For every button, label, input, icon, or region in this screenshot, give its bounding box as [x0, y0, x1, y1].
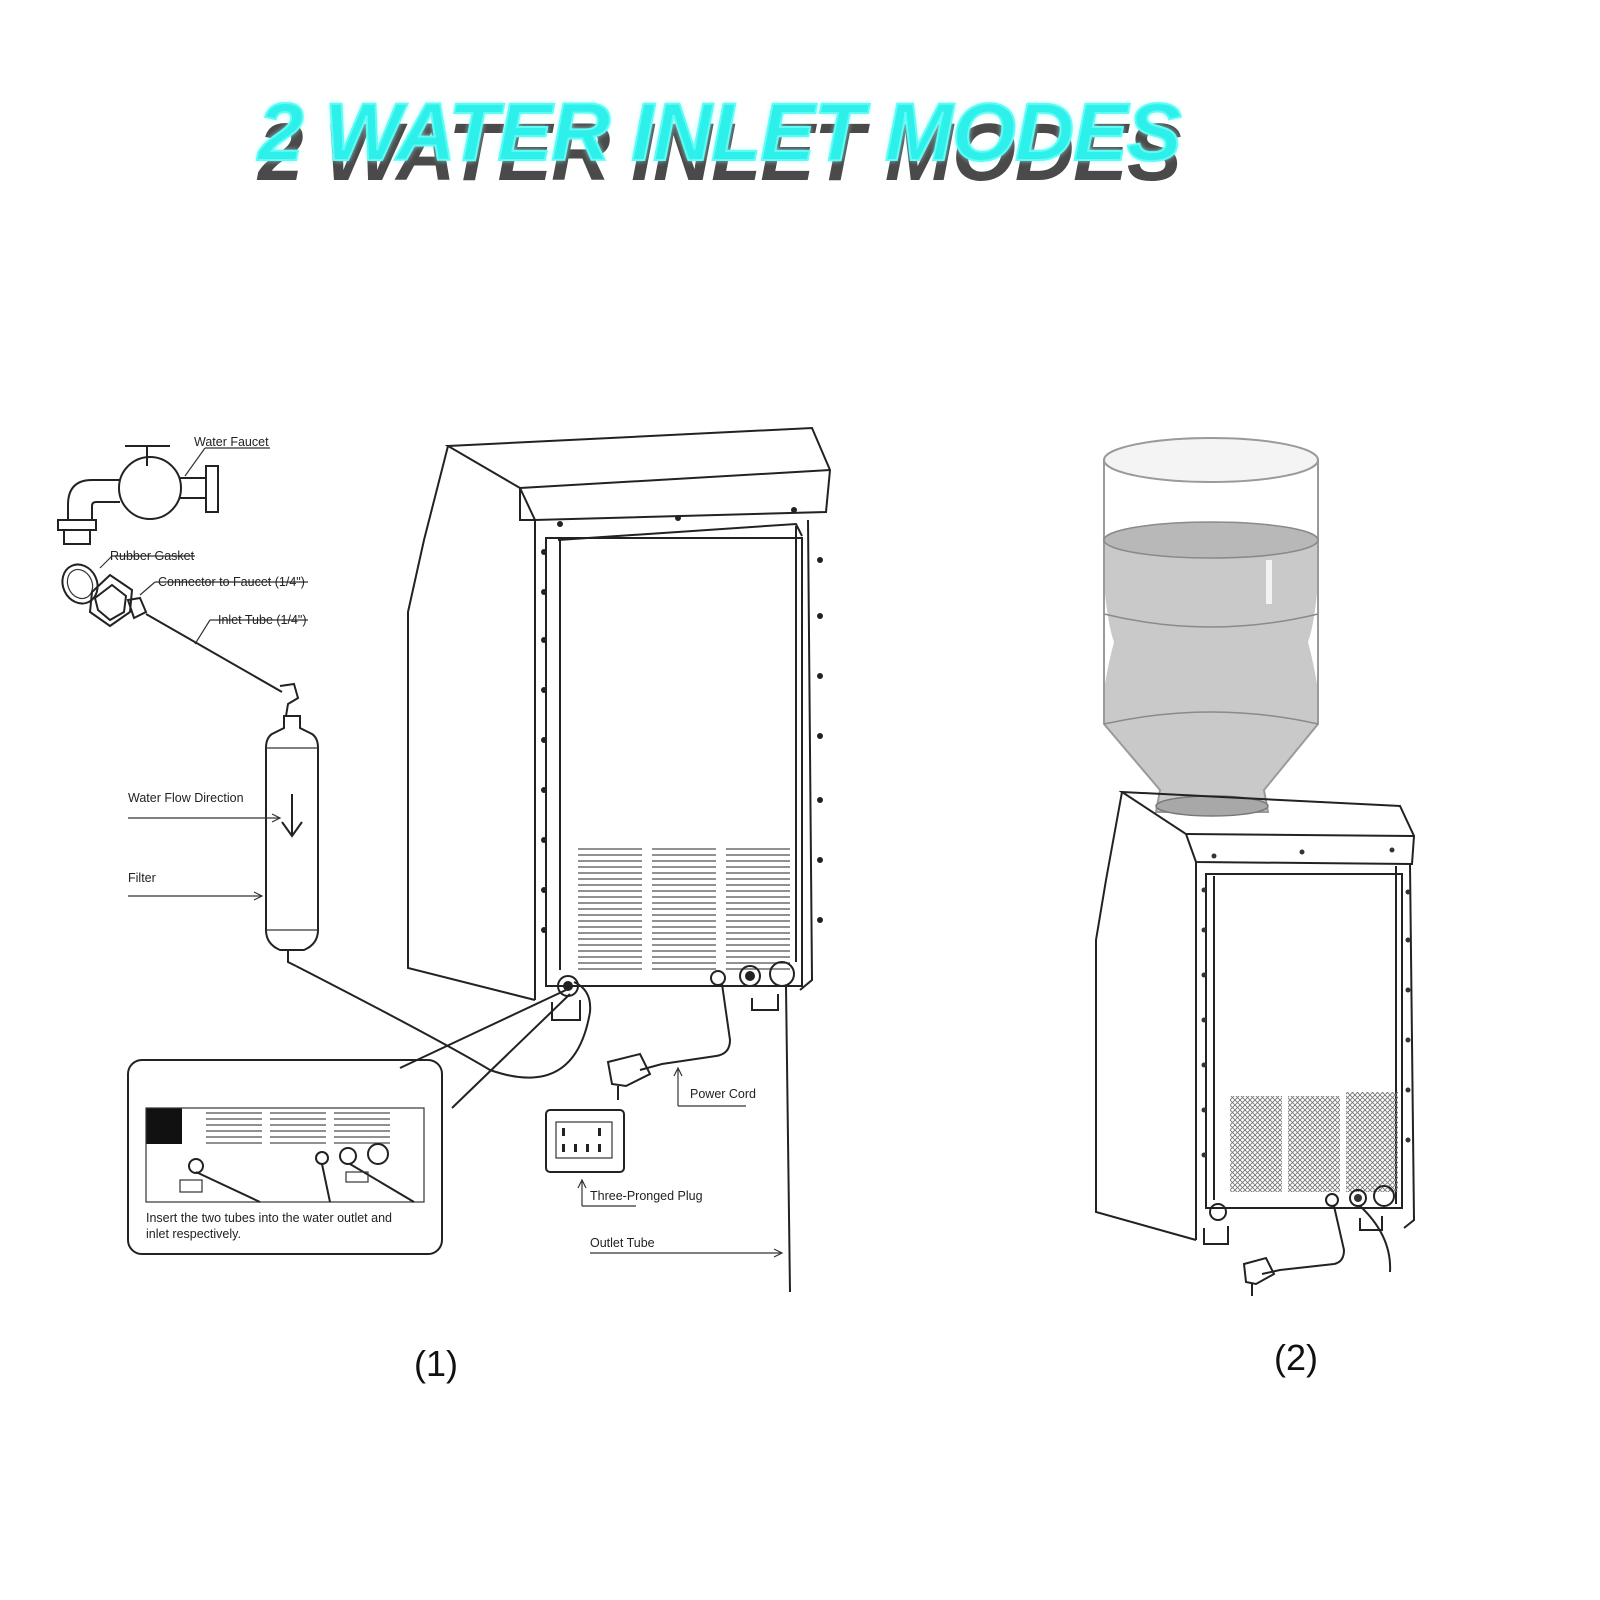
vent-grille-m2-1 [1230, 1096, 1282, 1192]
three-pronged-plug-drawing [545, 1109, 636, 1207]
title-banner: 2 WATER INLET MODES 2 WATER INLET MODES [0, 0, 1600, 220]
outlet-tube-line [785, 985, 791, 1293]
water-faucet-drawing [57, 445, 270, 545]
vent-grille-m2-2 [1288, 1096, 1340, 1192]
label-inlet-tube: Inlet Tube (1/4") [218, 613, 307, 627]
caption-mode2: (2) [1274, 1337, 1318, 1378]
label-plug: Three-Pronged Plug [590, 1189, 703, 1203]
label-power-cord: Power Cord [690, 1087, 756, 1101]
power-cord-line [639, 983, 732, 1071]
filter-drawing [128, 715, 319, 967]
power-plug-head [606, 1052, 652, 1088]
label-filter: Filter [128, 871, 156, 885]
vent-grille-2 [652, 846, 716, 970]
inset-note-line1: Insert the two tubes into the water outl… [146, 1211, 392, 1225]
title-shadow: 2 WATER INLET MODES [258, 107, 1182, 198]
ice-machine-mode1 [407, 426, 832, 1021]
connector-drawing [61, 555, 308, 645]
mode1-illustration [57, 426, 832, 1293]
vent-grille-1 [578, 846, 642, 970]
vent-grille-3 [726, 846, 790, 970]
label-rubber-gasket: Rubber Gasket [110, 549, 195, 563]
filter-to-machine-tube [295, 965, 592, 1079]
mode2-illustration [1095, 437, 1416, 1296]
caption-mode1: (1) [414, 1343, 458, 1384]
water-bottle-drawing [1103, 437, 1319, 817]
inset-note-line2: inlet respectively. [146, 1227, 241, 1241]
label-connector: Connector to Faucet (1/4") [158, 575, 305, 589]
ice-machine-mode2 [1095, 790, 1416, 1296]
label-water-faucet: Water Faucet [194, 435, 269, 449]
label-flow-direction: Water Flow Direction [128, 791, 244, 805]
inset-callout [127, 989, 571, 1255]
elbow-fitting [279, 682, 300, 717]
inlet-tube-line [145, 613, 283, 693]
page-title: 2 WATER INLET MODES [257, 87, 1183, 178]
vent-grille-m2-3 [1346, 1092, 1398, 1192]
label-outlet-tube: Outlet Tube [590, 1236, 655, 1250]
